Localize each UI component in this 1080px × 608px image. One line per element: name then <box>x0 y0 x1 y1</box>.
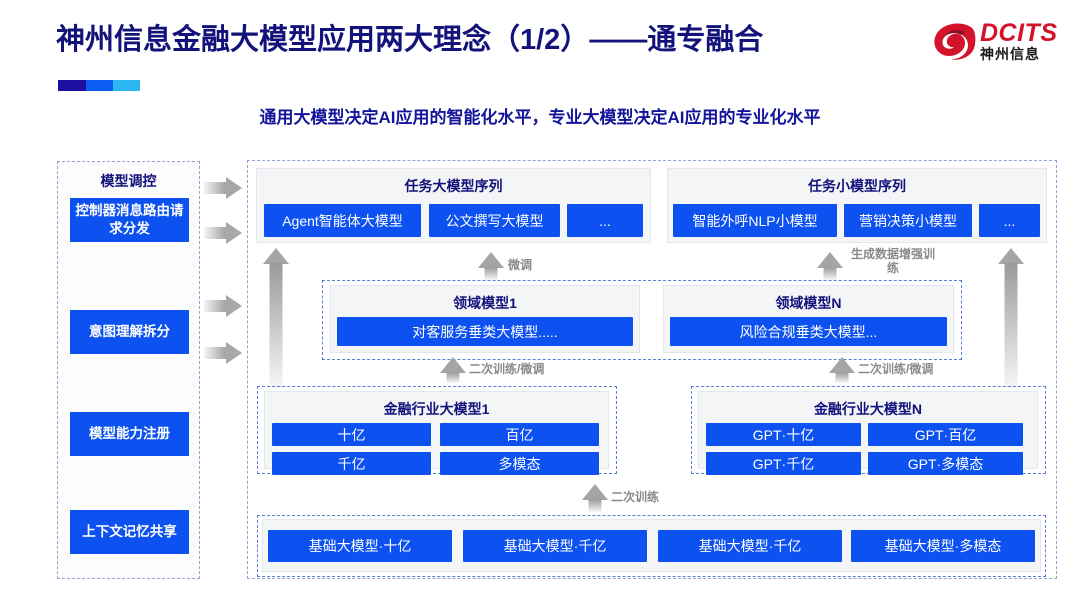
industry-1-box-shiyi[interactable]: 十亿 <box>272 423 431 446</box>
task-large-model-title: 任务大模型序列 <box>404 178 503 194</box>
domain-model-1-title: 领域模型1 <box>453 295 517 311</box>
industry-model-n-title: 金融行业大模型N <box>813 401 923 417</box>
arrow-finetune-left <box>478 252 504 280</box>
page-title: 神州信息金融大模型应用两大理念（1/2）——通专融合 <box>56 24 764 56</box>
industry-1-box-qianyi[interactable]: 千亿 <box>272 452 431 475</box>
flow-arrow-right-1 <box>204 177 242 199</box>
domain-model-n-box[interactable]: 风险合规垂类大模型... <box>670 317 947 346</box>
domain-model-1-box[interactable]: 对客服务垂类大模型..... <box>337 317 633 346</box>
task-box-outbound-nlp[interactable]: 智能外呼NLP小模型 <box>673 204 837 237</box>
control-panel: 模型调控 控制器消息路由请求分发 意图理解拆分 模型能力注册 上下文记忆共享 <box>57 161 200 579</box>
control-item-router[interactable]: 控制器消息路由请求分发 <box>70 198 189 242</box>
company-logo: DCITS 神州信息 <box>932 18 1064 70</box>
arrow-label-retrain-finetune-left: 二次训练/微调 <box>469 362 545 376</box>
arrow-retrain-center <box>582 484 608 512</box>
control-item-context-memory[interactable]: 上下文记忆共享 <box>70 510 189 554</box>
arrow-label-retrain: 二次训练 <box>611 490 660 504</box>
arrow-label-data-aug: 生成数据增强训练 <box>850 247 935 275</box>
industry-n-box-gpt-shiyi[interactable]: GPT·十亿 <box>706 423 861 446</box>
domain-model-n-title: 领域模型N <box>775 295 842 311</box>
page-subtitle: 通用大模型决定AI应用的智能化水平，专业大模型决定AI应用的专业化水平 <box>259 108 821 127</box>
industry-1-box-multimodal[interactable]: 多模态 <box>440 452 599 475</box>
industry-model-1-container <box>257 386 617 474</box>
arrow-base-to-task-right <box>998 248 1024 388</box>
title-accent-rule <box>58 80 140 91</box>
arrow-label-retrain-finetune-right: 二次训练/微调 <box>858 362 934 376</box>
industry-n-box-gpt-multimodal[interactable]: GPT·多模态 <box>868 452 1023 475</box>
task-box-more-left[interactable]: ... <box>567 204 643 237</box>
flow-arrow-right-3 <box>204 295 242 317</box>
arrow-retrain-finetune-right <box>829 357 855 383</box>
arrow-data-aug-right <box>817 252 843 280</box>
industry-1-box-baiyi[interactable]: 百亿 <box>440 423 599 446</box>
base-box-qianyi-1[interactable]: 基础大模型·千亿 <box>463 530 647 562</box>
arrow-base-to-task-left <box>263 248 289 388</box>
arrow-label-finetune-left: 微调 <box>508 258 533 272</box>
base-box-qianyi-2[interactable]: 基础大模型·千亿 <box>658 530 842 562</box>
control-item-capability-registry[interactable]: 模型能力注册 <box>70 412 189 456</box>
architecture-container <box>247 160 1057 579</box>
task-box-more-right[interactable]: ... <box>979 204 1040 237</box>
task-small-model-title: 任务小模型序列 <box>808 178 906 194</box>
task-box-marketing-decision[interactable]: 营销决策小模型 <box>844 204 972 237</box>
industry-n-box-gpt-qianyi[interactable]: GPT·千亿 <box>706 452 861 475</box>
task-box-document-writing[interactable]: 公文撰写大模型 <box>429 204 560 237</box>
logo-brand-cn-text: 神州信息 <box>980 46 1040 62</box>
control-panel-title: 模型调控 <box>100 173 157 189</box>
task-box-agent[interactable]: Agent智能体大模型 <box>264 204 421 237</box>
industry-n-box-gpt-baiyi[interactable]: GPT·百亿 <box>868 423 1023 446</box>
control-item-intent[interactable]: 意图理解拆分 <box>70 310 189 354</box>
flow-arrow-right-4 <box>204 342 242 364</box>
base-model-container <box>257 515 1046 577</box>
industry-model-1-title: 金融行业大模型1 <box>383 401 490 417</box>
dcits-swirl-icon <box>934 23 976 60</box>
base-box-shiyi[interactable]: 基础大模型·十亿 <box>268 530 452 562</box>
logo-brand-text: DCITS <box>980 19 1058 47</box>
base-box-multimodal[interactable]: 基础大模型·多模态 <box>851 530 1035 562</box>
arrow-retrain-finetune-left <box>440 357 466 383</box>
domain-model-container <box>322 280 962 360</box>
flow-arrow-right-2 <box>204 222 242 244</box>
